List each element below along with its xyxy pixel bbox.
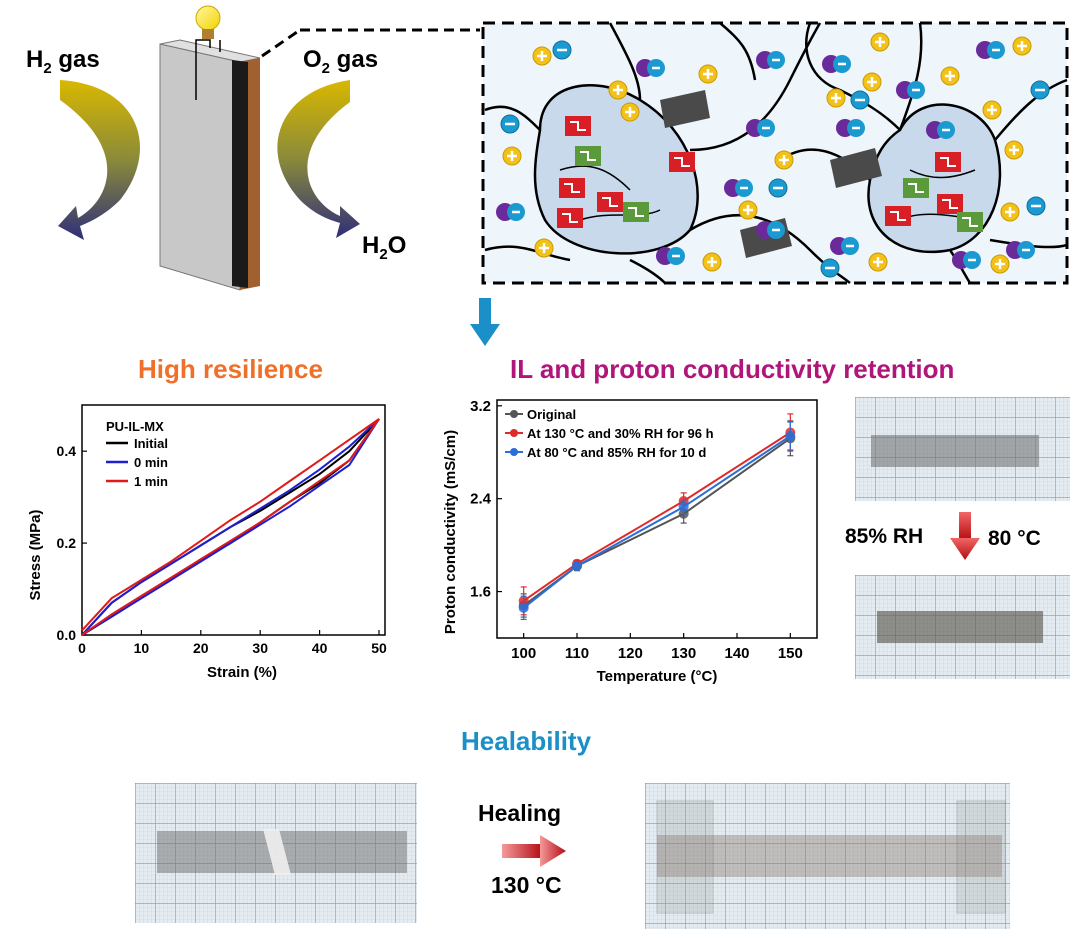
stress-x-tick-label: 30: [252, 640, 268, 656]
stress-legend-label: Initial: [134, 436, 168, 451]
cond-data-point: [518, 602, 529, 613]
cond-x-tick-label: 110: [565, 645, 589, 662]
healing-label: Healing: [478, 800, 562, 826]
cond-legend-label: At 80 °C and 85% RH for 10 d: [527, 445, 706, 460]
stress-strain-chart: 0 10 20 30 40 50 0.0 0.2 0.4 Initial 0 min 1 min St…: [27, 404, 387, 681]
stress-x-tick-label: 50: [371, 640, 387, 656]
cond-series-line: [523, 435, 791, 609]
cond-legend-label: Original: [527, 407, 576, 422]
stress-series-line: [81, 418, 380, 636]
h2-gas-label: H2 gas: [26, 46, 100, 77]
stress-legend-label: 0 min: [134, 455, 168, 470]
cond-y-tick-label: 3.2: [470, 398, 491, 415]
stress-y-tick-label: 0.4: [57, 443, 77, 459]
stress-plot-frame: [81, 404, 386, 636]
cond-x-axis-label: Temperature (°C): [597, 668, 718, 685]
cond-legend-marker: [510, 448, 518, 456]
cond-y-tick-label: 1.6: [470, 584, 491, 601]
right-arrow-icon: [502, 835, 566, 867]
cond-series-line: [523, 431, 791, 602]
cond-x-tick-label: 150: [778, 645, 803, 662]
healing-temp-label: 130 °C: [491, 872, 562, 898]
stress-x-tick-label: 40: [312, 640, 328, 656]
stress-y-tick-label: 0.0: [57, 627, 77, 643]
cond-legend-marker: [510, 429, 518, 437]
cond-data-point: [572, 561, 582, 572]
healed-membrane-photo: [645, 783, 1010, 929]
o2-flow-arrow: [277, 80, 360, 238]
stress-legend-title: PU-IL-MX: [106, 419, 164, 434]
rh-label: 85% RH: [845, 525, 924, 548]
red-down-arrow-icon: [950, 512, 980, 560]
water-label: H2O: [362, 232, 407, 263]
h2-flow-arrow: [58, 80, 140, 240]
cond-x-tick-label: 140: [724, 645, 749, 662]
cond-data-point: [678, 501, 689, 512]
stress-x-axis-label: Strain (%): [207, 664, 277, 681]
light-bulb-icon: [195, 5, 221, 31]
stress-x-tick-label: 10: [134, 640, 150, 656]
fuel-cell-schematic: [58, 5, 480, 291]
stress-series-line: [81, 418, 380, 636]
cond-plot-frame: [496, 399, 818, 639]
cond-y-axis-label: Proton conductivity (mS/cm): [442, 430, 459, 634]
cut-membrane-photo: [135, 783, 417, 923]
cond-x-tick-label: 130: [671, 645, 696, 662]
conductivity-title: IL and proton conductivity retention: [510, 354, 955, 384]
polymer-network-schematic: [481, 21, 1069, 285]
cond-y-tick-label: 2.4: [470, 491, 492, 508]
cond-x-tick-label: 120: [618, 645, 643, 662]
resilience-title: High resilience: [138, 354, 323, 384]
membrane-photo-before: [855, 397, 1070, 501]
healability-title: Healability: [461, 726, 592, 756]
cond-x-tick-label: 100: [511, 645, 536, 662]
cond-legend-marker: [510, 410, 518, 418]
stress-x-tick-label: 20: [193, 640, 209, 656]
down-arrow-icon: [470, 298, 500, 346]
temp-80-label: 80 °C: [988, 527, 1041, 550]
stress-legend-label: 1 min: [134, 474, 168, 489]
cond-data-point: [785, 430, 796, 441]
cond-legend-label: At 130 °C and 30% RH for 96 h: [527, 426, 714, 441]
membrane-photo-after: [855, 575, 1070, 679]
stress-y-axis-label: Stress (MPa): [27, 510, 44, 601]
stress-y-tick-label: 0.2: [57, 535, 77, 551]
o2-gas-label: O2 gas: [303, 46, 379, 77]
stress-x-tick-label: 0: [78, 640, 86, 656]
